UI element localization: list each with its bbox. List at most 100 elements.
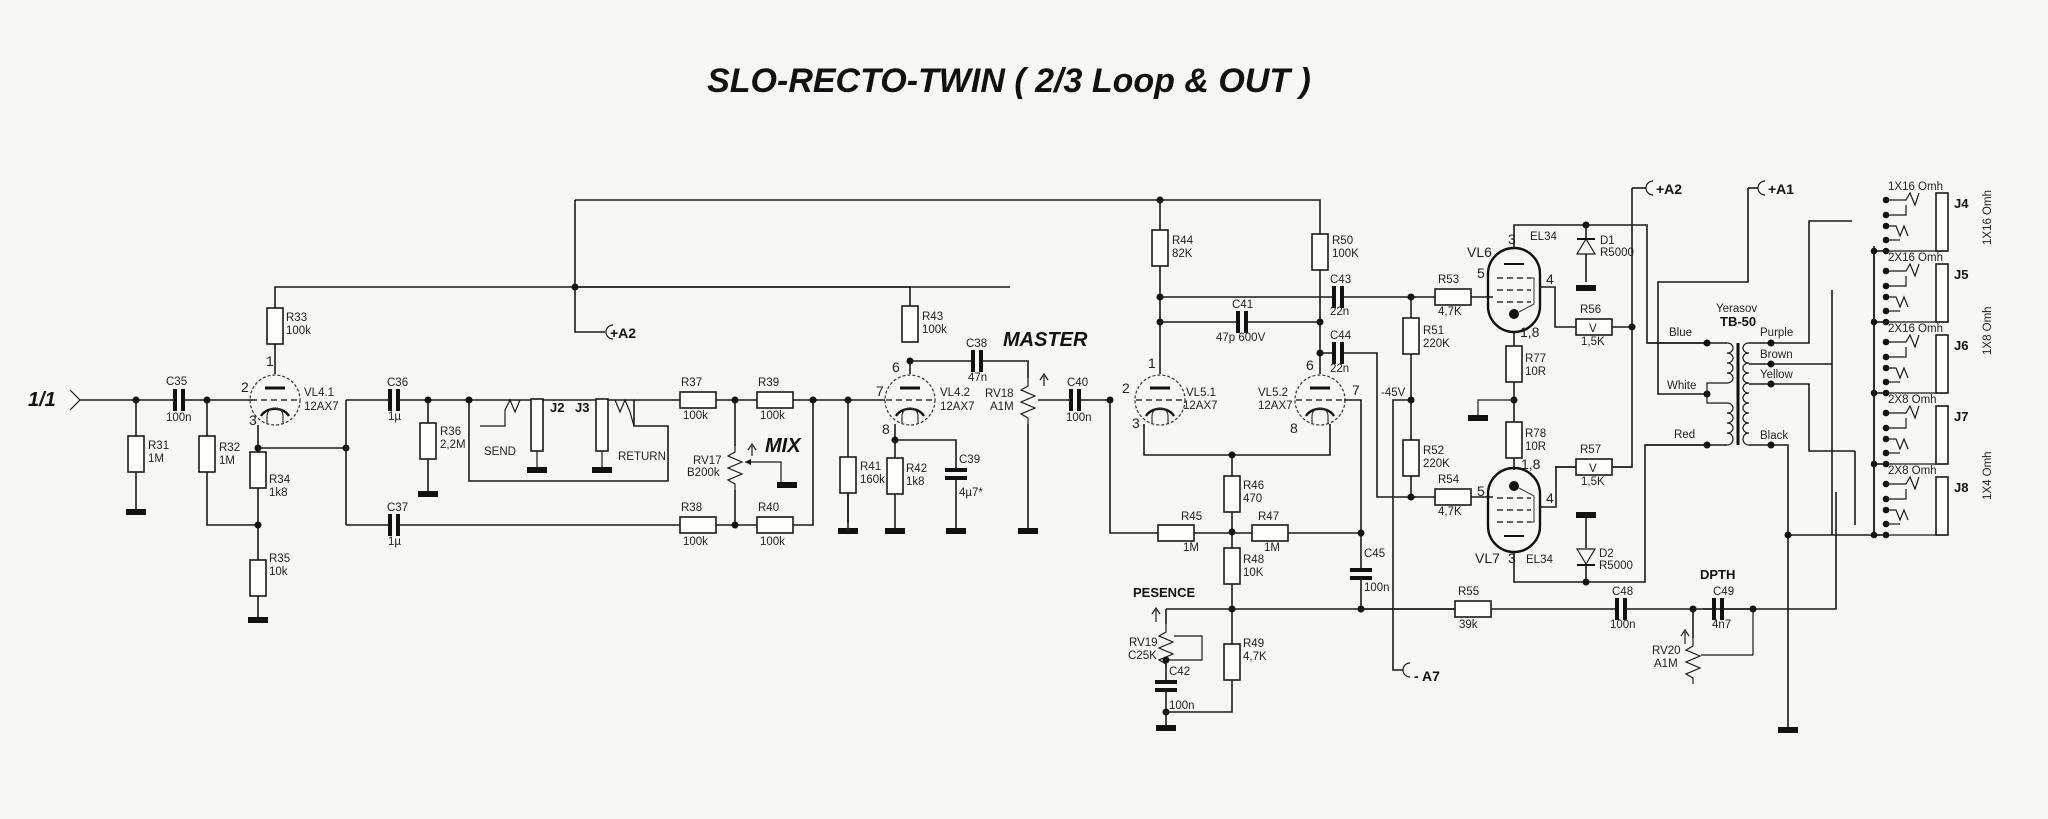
svg-text:4: 4: [1546, 490, 1554, 506]
r37-value: 100k: [683, 410, 708, 422]
ground-icon: [1156, 725, 1176, 731]
svg-text:2: 2: [1122, 380, 1130, 396]
svg-text:R48: R48: [1243, 554, 1264, 566]
capacitor-c48: [1615, 598, 1627, 620]
capacitor-c43: [1332, 286, 1344, 308]
c48-value: 100n: [1610, 619, 1636, 631]
resistor-r45: [1157, 524, 1195, 542]
jack-impedance-label: 2X8 Omh: [1888, 394, 1937, 406]
c35-value: 100n: [166, 412, 192, 424]
resistor-r31: [127, 435, 145, 473]
svg-text:R46: R46: [1243, 480, 1264, 492]
svg-text:R49: R49: [1243, 638, 1264, 650]
rail-a7: - A7: [1414, 668, 1440, 684]
speaker-jack-j7[interactable]: J7 2X8 Omh: [1870, 394, 1969, 468]
svg-text:C49: C49: [1713, 586, 1734, 598]
svg-text:R40: R40: [758, 502, 779, 514]
r35-value: 10k: [269, 566, 288, 578]
resistor-r35: [249, 559, 267, 597]
rv18-value: A1M: [990, 401, 1014, 413]
vl5-2-type: 12AX7: [1258, 400, 1293, 412]
capacitor-c42: [1155, 680, 1177, 692]
r52-value: 220K: [1423, 458, 1450, 470]
master-pot-rv18[interactable]: [1020, 377, 1036, 425]
r46-value: 470: [1243, 493, 1262, 505]
mix-label: MIX: [765, 435, 802, 457]
svg-text:R50: R50: [1332, 235, 1353, 247]
arrow-up-icon: [747, 442, 757, 456]
arrow-up-icon: [1039, 372, 1049, 386]
resistor-r33: [266, 307, 284, 345]
rail-a2-right: +A2: [1656, 181, 1682, 197]
vl4-2-name: VL4.2: [940, 387, 970, 399]
vl6-name: VL6: [1467, 244, 1492, 260]
group-label-1x4: 1X4 Omh: [1982, 451, 1994, 500]
return-jack-j3[interactable]: J3 RETURN: [575, 398, 666, 473]
svg-text:3: 3: [1132, 415, 1140, 431]
transformer-model: TB-50: [1720, 314, 1756, 329]
svg-text:5: 5: [1477, 483, 1485, 499]
vl5-1-name: VL5.1: [1186, 387, 1216, 399]
rv17-value: B200k: [687, 467, 720, 479]
r77-value: 10R: [1525, 366, 1546, 378]
resistor-r77: [1505, 345, 1523, 383]
svg-text:R52: R52: [1423, 445, 1444, 457]
vl7-name: VL7: [1475, 550, 1500, 566]
svg-text:R32: R32: [219, 442, 240, 454]
jack-name: J6: [1954, 338, 1968, 353]
svg-text:C35: C35: [166, 376, 187, 388]
r47-value: 1M: [1264, 542, 1280, 554]
svg-text:6: 6: [1306, 357, 1314, 373]
resistor-r37: [679, 391, 717, 409]
resistor-r41: [839, 456, 857, 494]
svg-text:C41: C41: [1232, 299, 1253, 311]
r51-value: 220K: [1423, 338, 1450, 350]
secondary-black: Black: [1760, 430, 1788, 442]
group-label-1x8: 1X8 Omh: [1982, 306, 1994, 355]
c43-value: 22n: [1330, 306, 1349, 318]
capacitor-c35: [173, 389, 185, 411]
vl4-1-type: 12AX7: [304, 401, 339, 413]
svg-text:R51: R51: [1423, 325, 1444, 337]
secondary-brown: Brown: [1760, 349, 1793, 361]
svg-text:C43: C43: [1330, 274, 1351, 286]
vl5-2-name: VL5.2: [1258, 387, 1288, 399]
svg-text:2: 2: [241, 379, 249, 395]
svg-text:C39: C39: [959, 454, 980, 466]
r33-value: 100k: [286, 325, 311, 337]
svg-text:R47: R47: [1258, 511, 1279, 523]
capacitor-c41: [1236, 311, 1248, 333]
ground-icon: [885, 528, 905, 534]
resistor-r78: [1505, 421, 1523, 459]
presence-label: PESENCE: [1133, 585, 1195, 600]
svg-text:C45: C45: [1364, 548, 1385, 560]
r36-value: 2,2M: [440, 439, 466, 451]
resistor-r51: [1402, 317, 1420, 355]
secondary-yellow: Yellow: [1760, 369, 1794, 381]
vl4-2-type: 12AX7: [940, 401, 975, 413]
phase-inverter: +A2 R44 82K R50 100K C43 22n C41 47p 600…: [571, 196, 1458, 731]
r78-value: 10R: [1525, 441, 1546, 453]
svg-text:R35: R35: [269, 553, 290, 565]
r50-value: 100K: [1332, 248, 1359, 260]
r41-value: 160k: [860, 474, 885, 486]
c39-value: 4µ7*: [959, 487, 983, 499]
resistor-r38: [679, 516, 717, 534]
depth-pot-rv20[interactable]: [1685, 637, 1701, 685]
ground-icon: [1576, 512, 1596, 518]
resistor-r32: [198, 435, 216, 473]
c40-value: 100n: [1066, 412, 1092, 424]
primary-white: White: [1667, 380, 1696, 392]
svg-text:7: 7: [876, 383, 884, 399]
mix-pot-rv17[interactable]: [727, 443, 743, 491]
resistor-r48: [1223, 547, 1241, 585]
send-jack-j2[interactable]: J2 SEND: [480, 398, 564, 473]
svg-text:1: 1: [266, 353, 274, 369]
resistor-r40: [756, 516, 794, 534]
jack-name: J7: [1954, 409, 1968, 424]
